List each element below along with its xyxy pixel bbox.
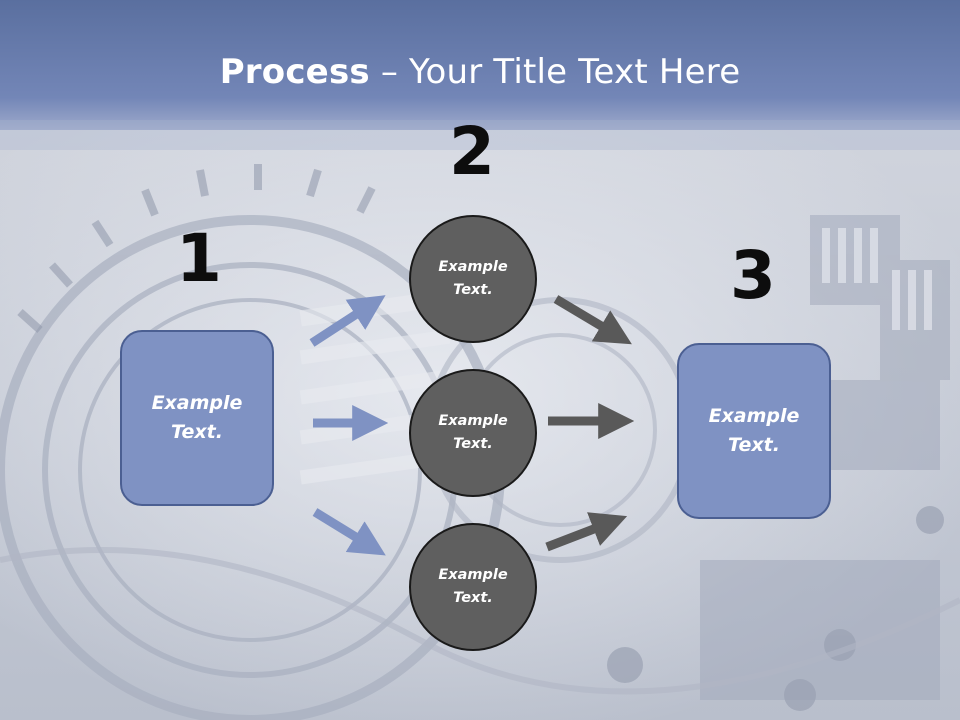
process-circle-middle: Example Text. (409, 369, 537, 497)
circle-top-line1: Example (438, 259, 508, 275)
gray-arrow-down (553, 295, 632, 345)
step-1-text-line2: Text. (171, 421, 223, 443)
gray-arrow-up (545, 512, 628, 552)
process-circle-top: Example Text. (409, 215, 537, 343)
title-bold: Process (219, 52, 370, 92)
step-3-text-line1: Example (708, 405, 800, 427)
step-number-2: 2 (449, 113, 495, 190)
process-circle-bottom: Example Text. (409, 523, 537, 651)
step-1-box: Example Text. (120, 330, 274, 506)
circle-middle-line2: Text. (453, 436, 493, 452)
blue-arrow-up (309, 295, 386, 347)
blue-arrow-down (312, 508, 386, 556)
circle-bottom-line2: Text. (453, 590, 493, 606)
slide-title: Process – Your Title Text Here (0, 52, 960, 92)
step-3-box: Example Text. (677, 343, 831, 519)
step-number-1: 1 (176, 220, 222, 297)
circle-bottom-line1: Example (438, 567, 508, 583)
circle-top-line2: Text. (453, 282, 493, 298)
circle-middle-line1: Example (438, 413, 508, 429)
step-number-3: 3 (730, 237, 776, 314)
step-3-text-line2: Text. (728, 434, 780, 456)
title-rest: – Your Title Text Here (369, 52, 741, 92)
step-1-text-line1: Example (151, 392, 243, 414)
